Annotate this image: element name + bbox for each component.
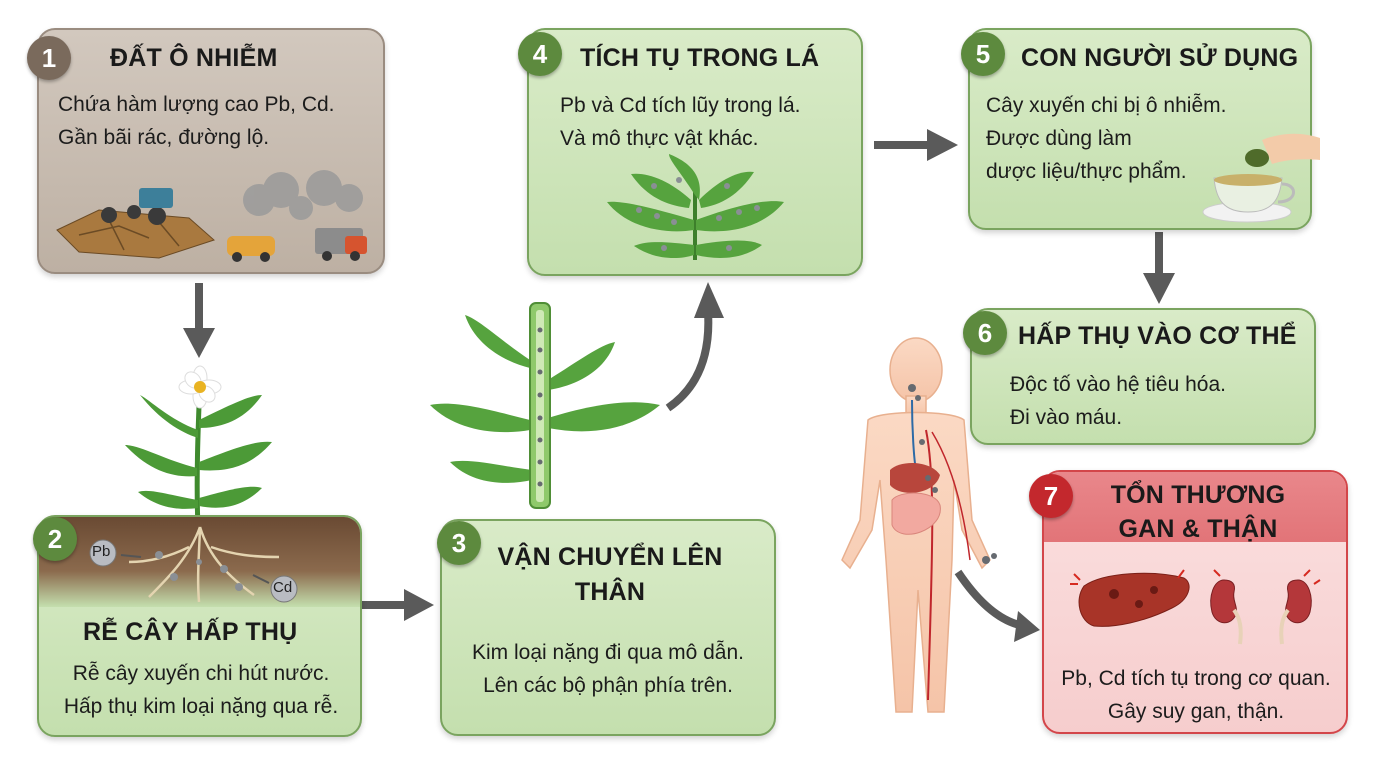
step-7-text: Pb, Cd tích tụ trong cơ quan. Gây suy ga… (1046, 662, 1346, 728)
step-4-card (527, 28, 863, 276)
step-4-text: Pb và Cd tích lũy trong lá. Và mô thực v… (560, 89, 800, 155)
step-3-line-1: Kim loại nặng đi qua mô dẫn. (471, 641, 744, 664)
step-3-title: VẬN CHUYỂN LÊN THÂN (460, 540, 760, 610)
step-3-title-line-2: THÂN (574, 578, 646, 606)
step-6-card (970, 308, 1316, 445)
herbal-tea-illustration (1202, 133, 1320, 223)
step-3-badge: 3 (437, 521, 481, 565)
step-2-line-2: Hấp thụ kim loại nặng qua rễ. (63, 695, 339, 718)
daisy-plant-illustration (125, 365, 272, 529)
step-6-badge: 6 (963, 311, 1007, 355)
step-5-title: CON NGƯỜI SỬ DỤNG (1021, 44, 1299, 72)
step-1-badge: 1 (27, 36, 71, 80)
step-4-badge: 4 (518, 32, 562, 76)
step-4-title: TÍCH TỤ TRONG LÁ (580, 44, 820, 72)
step-2-card: Pb Cd (37, 515, 362, 737)
roots-illustration (89, 526, 298, 603)
step-7-title-line-2: GAN & THẬN (1118, 515, 1278, 543)
flow-arrows (183, 129, 1175, 642)
step-1-text: Chứa hàm lượng cao Pb, Cd. Gần bãi rác, … (58, 88, 335, 154)
step-2-badge: 2 (33, 517, 77, 561)
step-2-line-1: Rễ cây xuyến chi hút nước. (72, 662, 330, 685)
human-body-illustration (841, 337, 997, 713)
step-3-title-line-1: VẬN CHUYỂN LÊN (497, 543, 723, 571)
liver-kidney-illustration (1070, 569, 1321, 645)
step-3-line-2: Lên các bộ phận phía trên. (483, 674, 733, 697)
step-4-line-2: Và mô thực vật khác. (560, 127, 759, 150)
step-7-title: TỔN THƯƠNG GAN & THẬN (1080, 478, 1316, 546)
step-1-card (37, 28, 385, 274)
step-5-line-2: Được dùng làm (986, 127, 1132, 150)
contaminated-leaves-illustration (607, 154, 784, 260)
step-1-line-2: Gần bãi rác, đường lộ. (58, 126, 270, 149)
step-7-title-line-1: TỔN THƯƠNG (1110, 481, 1286, 509)
step-3-card (440, 519, 776, 736)
step-6-text: Độc tố vào hệ tiêu hóa. Đi vào máu. (1010, 368, 1226, 434)
stem-transport-illustration (430, 302, 660, 509)
step-5-line-1: Cây xuyến chi bị ô nhiễm. (986, 94, 1227, 117)
step-7-badge: 7 (1029, 474, 1073, 518)
step-7-line-2: Gây suy gan, thận. (1107, 700, 1285, 723)
step-5-text: Cây xuyến chi bị ô nhiễm. Được dùng làm … (986, 89, 1226, 188)
step-4-line-1: Pb và Cd tích lũy trong lá. (560, 94, 801, 117)
step-2-text: Rễ cây xuyến chi hút nước. Hấp thụ kim l… (48, 657, 354, 723)
step-7-card (1042, 470, 1348, 734)
polluted-soil-illustration (56, 170, 367, 262)
step-1-title: ĐẤT Ô NHIỄM (110, 44, 278, 72)
cd-label: Cd (273, 579, 293, 596)
step-2-title: RỄ CÂY HẤP THỤ (83, 618, 298, 646)
step-6-line-1: Độc tố vào hệ tiêu hóa. (1010, 373, 1226, 396)
step-6-title: HẤP THỤ VÀO CƠ THỂ (1018, 322, 1297, 350)
step-5-line-3: dược liệu/thực phẩm. (986, 160, 1187, 183)
step-6-line-2: Đi vào máu. (1010, 406, 1123, 429)
step-7-banner (1044, 472, 1346, 542)
step-3-text: Kim loại nặng đi qua mô dẫn. Lên các bộ … (450, 636, 766, 702)
pb-label: Pb (92, 543, 111, 560)
step-5-badge: 5 (961, 32, 1005, 76)
step-7-line-1: Pb, Cd tích tụ trong cơ quan. (1061, 667, 1331, 690)
step-5-card (968, 28, 1320, 230)
step-1-line-1: Chứa hàm lượng cao Pb, Cd. (58, 93, 335, 116)
